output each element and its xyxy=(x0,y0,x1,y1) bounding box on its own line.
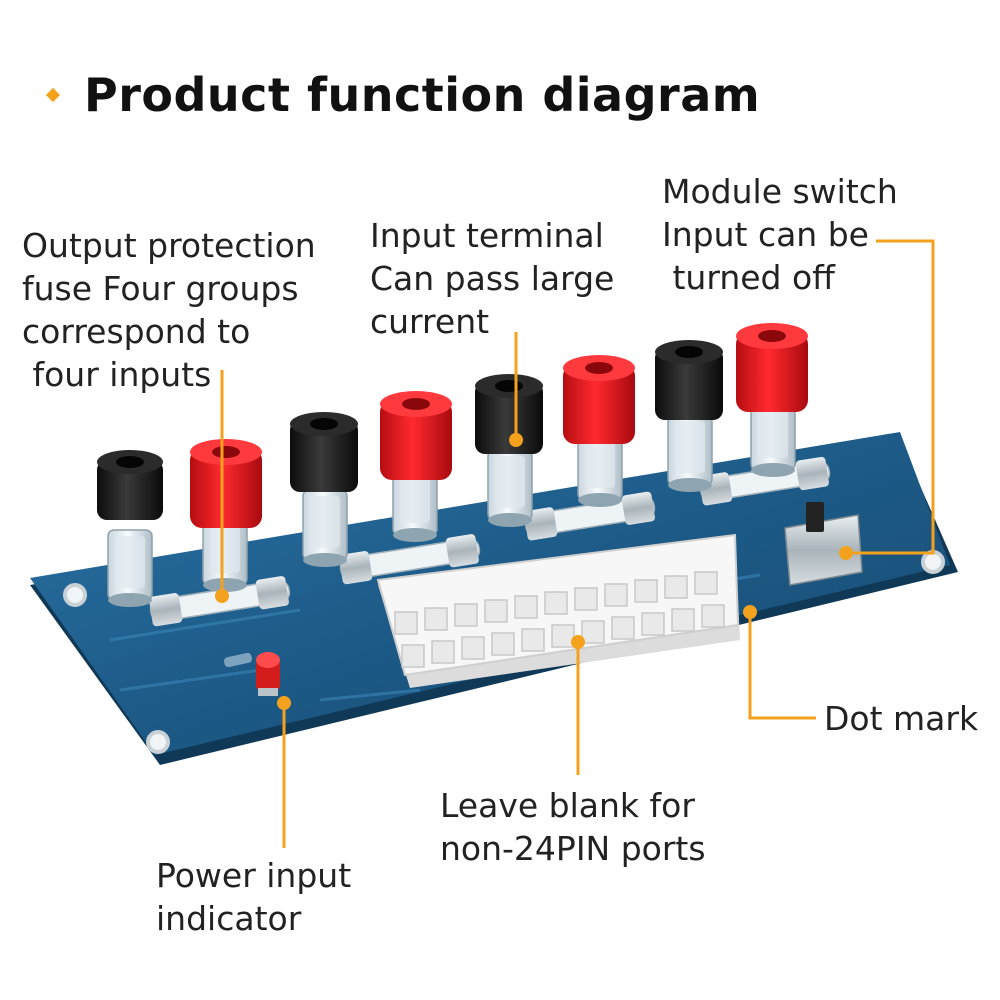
dot-power-indicator xyxy=(277,696,291,710)
callout-dot-mark: Dot mark xyxy=(824,697,978,740)
leader-lines xyxy=(220,239,935,848)
callout-fuse-line-1: Output protection xyxy=(22,226,316,265)
callout-fuse: Output protection fuse Four groups corre… xyxy=(22,224,316,396)
dot-module-switch xyxy=(839,546,853,560)
callout-input-terminal: Input terminal Can pass large current xyxy=(370,214,614,343)
leader-dots xyxy=(215,433,853,710)
terminals xyxy=(97,323,808,608)
title-row: Product function diagram xyxy=(45,68,761,122)
callout-input-terminal-line-2: Can pass large xyxy=(370,259,615,298)
callout-module-switch-line-2: Input can be xyxy=(662,215,869,254)
terminal-red-1 xyxy=(190,439,262,593)
callout-module-switch-line-3: turned off xyxy=(662,258,835,297)
dot-dot-mark xyxy=(743,605,757,619)
callout-leave-blank: Leave blank for non-24PIN ports xyxy=(440,784,706,870)
callout-fuse-line-4: four inputs xyxy=(22,355,212,394)
callout-fuse-line-2: fuse Four groups xyxy=(22,269,299,308)
callout-power-indicator-line-1: Power input xyxy=(156,856,352,895)
fuse-3 xyxy=(524,491,656,541)
callout-module-switch-line-1: Module switch xyxy=(662,172,898,211)
power-led xyxy=(224,652,280,696)
dot-fuse xyxy=(215,589,229,603)
terminal-black-4 xyxy=(655,340,723,493)
callout-module-switch: Module switch Input can be turned off xyxy=(662,170,898,299)
leader-module-switch xyxy=(846,239,935,555)
callout-leave-blank-line-1: Leave blank for xyxy=(440,786,695,825)
callout-dot-mark-line-1: Dot mark xyxy=(824,699,979,738)
leader-dot-mark xyxy=(748,612,816,720)
callout-input-terminal-line-3: current xyxy=(370,302,490,341)
terminal-black-2 xyxy=(290,412,358,568)
module-switch xyxy=(784,502,863,586)
dot-input-terminal xyxy=(509,433,523,447)
page-title: Product function diagram xyxy=(84,68,761,122)
callout-power-indicator-line-2: indicator xyxy=(156,899,302,938)
atx-24pin-connector xyxy=(376,533,740,688)
callout-fuse-line-3: correspond to xyxy=(22,312,251,351)
fuse-2 xyxy=(339,534,481,585)
terminal-red-4 xyxy=(736,323,808,478)
callout-input-terminal-line-1: Input terminal xyxy=(370,216,604,255)
callout-leave-blank-line-2: non-24PIN ports xyxy=(440,829,706,868)
callout-power-indicator: Power input indicator xyxy=(156,854,351,940)
terminal-black-1 xyxy=(97,450,163,608)
terminal-red-3 xyxy=(563,355,635,508)
dot-leave-blank xyxy=(571,635,585,649)
terminal-red-2 xyxy=(380,391,452,543)
